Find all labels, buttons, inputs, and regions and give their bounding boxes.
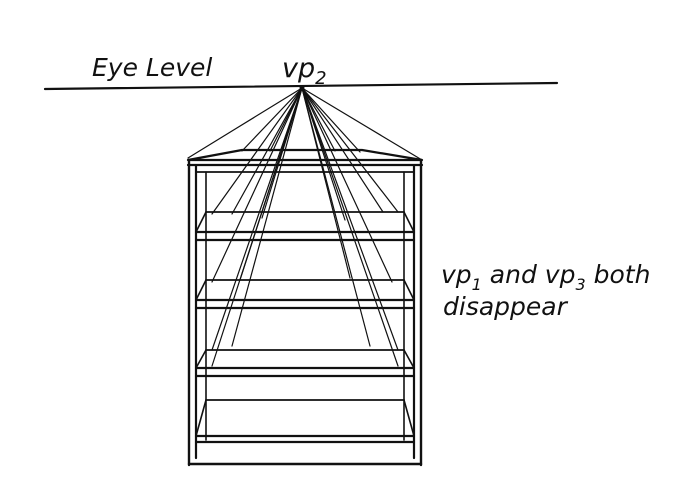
perspective-line xyxy=(211,87,303,351)
shelf-left-diagonal xyxy=(195,399,207,437)
note-line-2: disappear xyxy=(443,292,569,321)
perspective-line xyxy=(301,87,371,347)
note-both: both xyxy=(586,260,651,289)
note-vp3-base: vp xyxy=(545,260,576,289)
perspective-line xyxy=(301,87,423,161)
perspective-line xyxy=(301,87,393,283)
perspective-line xyxy=(211,87,303,367)
shelf-right-diagonal xyxy=(403,279,415,301)
perspective-line xyxy=(211,87,303,283)
shelf-left-diagonal xyxy=(195,279,207,301)
eye-level-label: Eye Level xyxy=(92,53,212,82)
note-line-1: vp1 and vp3 both xyxy=(441,260,650,294)
shelf-right-diagonal xyxy=(403,399,415,437)
perspective-line xyxy=(231,87,303,347)
shelf-right-diagonal xyxy=(403,211,415,233)
perspective-line xyxy=(241,87,303,152)
shelf-right-diagonal xyxy=(403,349,415,369)
converging-lines xyxy=(187,87,423,367)
perspective-line xyxy=(301,87,399,367)
shelf-left-diagonal xyxy=(195,211,207,233)
perspective-line xyxy=(301,87,361,153)
note-vp1-sub: 1 xyxy=(472,275,482,294)
note-vp3-sub: 3 xyxy=(575,275,585,294)
bookcase xyxy=(186,148,424,467)
note-vp1-base: vp xyxy=(441,260,472,289)
vp2-label: vp2 xyxy=(282,53,327,89)
bookcase-top-slab xyxy=(186,148,424,162)
perspective-line xyxy=(187,87,303,159)
perspective-line xyxy=(301,87,399,351)
shelf-left-diagonal xyxy=(195,349,207,369)
vp2-label-sub: 2 xyxy=(315,68,326,89)
vp2-label-base: vp xyxy=(282,53,315,84)
note-and: and xyxy=(482,260,545,289)
